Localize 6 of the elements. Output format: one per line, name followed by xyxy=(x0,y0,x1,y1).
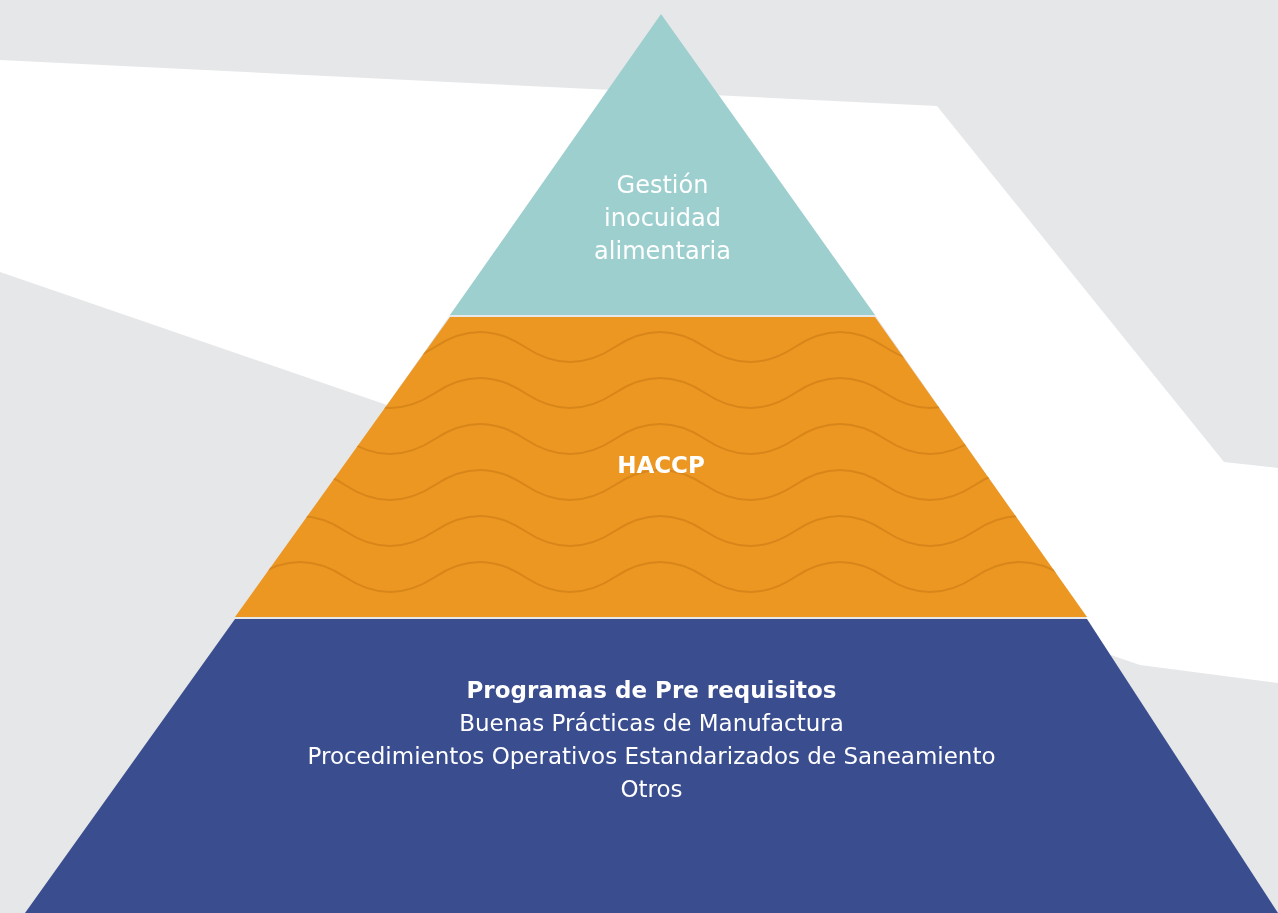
tier-heading: Gestión inocuidad alimentaria xyxy=(593,170,732,267)
tier-heading: HACCP xyxy=(617,451,705,480)
tier-item-text: Otros xyxy=(620,775,683,804)
tier-heading: Programas de Pre requisitos xyxy=(466,676,837,705)
tier-item-text: Buenas Prácticas de Manufactura xyxy=(459,709,844,738)
tier-item-text: Procedimientos Operativos Estandarizados de Saneamiento xyxy=(307,742,996,771)
